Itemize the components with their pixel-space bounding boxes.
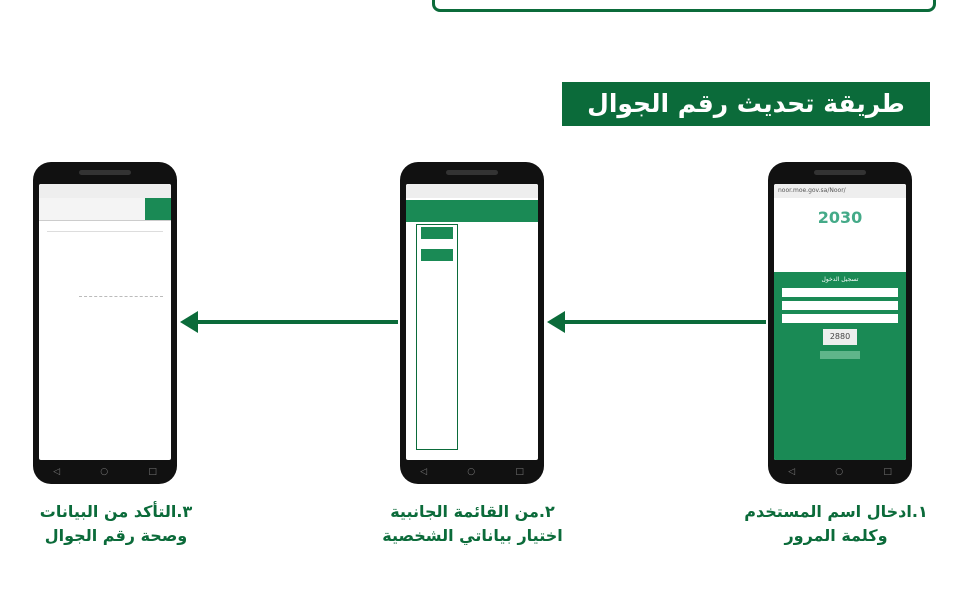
step2-line1: ٢.من القائمة الجانبية bbox=[390, 502, 555, 521]
phone-nav-bar: ◁○□ bbox=[53, 467, 157, 477]
password-field[interactable] bbox=[782, 301, 898, 310]
divider bbox=[47, 231, 163, 236]
step1-line2: وكلمة المرور bbox=[784, 526, 888, 545]
arrow-step1-to-step2 bbox=[547, 311, 766, 333]
account-type-field[interactable] bbox=[782, 314, 898, 323]
phone-screen-data bbox=[39, 184, 171, 460]
phone-screen-login: noor.moe.gov.sa/Noor/ 2030 تسجيل الدخول … bbox=[774, 184, 906, 460]
phone-speaker bbox=[814, 170, 866, 175]
top-frame-bar bbox=[432, 0, 936, 12]
step1-caption: ١.ادخال اسم المستخدم وكلمة المرور bbox=[726, 500, 946, 548]
step1-line1: ١.ادخال اسم المستخدم bbox=[744, 502, 928, 521]
phone-speaker bbox=[79, 170, 131, 175]
phone-side-menu: ◁○□ bbox=[400, 162, 544, 484]
phone-nav-bar: ◁○□ bbox=[420, 467, 524, 477]
arrow-step2-to-step3 bbox=[180, 311, 398, 333]
phone-personal-data: ◁○□ bbox=[33, 162, 177, 484]
phone-screen-menu bbox=[406, 184, 538, 460]
side-menu[interactable] bbox=[416, 224, 458, 450]
menu-header bbox=[406, 200, 538, 222]
url-bar bbox=[406, 184, 538, 198]
login-button[interactable] bbox=[820, 351, 860, 359]
menu-item[interactable] bbox=[421, 227, 453, 239]
url-bar bbox=[39, 184, 171, 198]
step3-caption: ٣.التأكد من البيانات وصحة رقم الجوال bbox=[10, 500, 222, 548]
login-panel-title: تسجيل الدخول bbox=[821, 276, 859, 283]
menu-item[interactable] bbox=[421, 249, 453, 261]
page-title: طريقة تحديث رقم الجوال bbox=[562, 82, 930, 126]
captcha-image: 2880 bbox=[823, 329, 857, 345]
step2-caption: ٢.من القائمة الجانبية اختيار بياناتي الش… bbox=[360, 500, 585, 548]
phone-nav-bar: ◁○□ bbox=[788, 467, 892, 477]
menu-button[interactable] bbox=[145, 198, 171, 220]
login-panel: تسجيل الدخول 2880 bbox=[774, 272, 906, 460]
step3-line1: ٣.التأكد من البيانات bbox=[39, 502, 193, 521]
step3-line2: وصحة رقم الجوال bbox=[44, 526, 188, 545]
username-field[interactable] bbox=[782, 288, 898, 297]
data-list-divider bbox=[79, 296, 163, 297]
vision-2030-logo: 2030 bbox=[817, 208, 863, 227]
phone-login: noor.moe.gov.sa/Noor/ 2030 تسجيل الدخول … bbox=[768, 162, 912, 484]
data-header bbox=[39, 198, 171, 221]
step2-line2: اختيار بياناتي الشخصية bbox=[382, 526, 563, 545]
url-bar: noor.moe.gov.sa/Noor/ bbox=[774, 184, 906, 198]
phone-speaker bbox=[446, 170, 498, 175]
